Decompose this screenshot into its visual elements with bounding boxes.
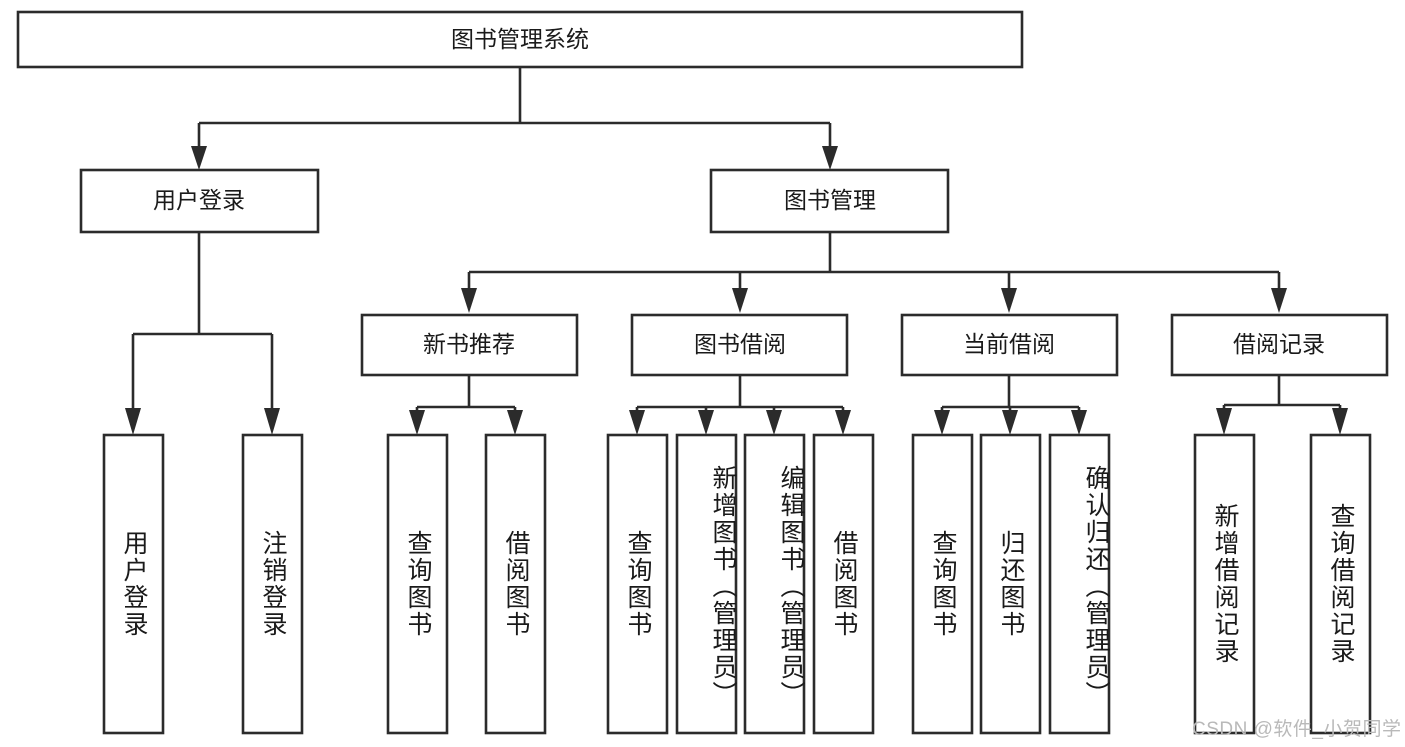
connector-group-borrow-record-to-leaves [1216, 375, 1348, 435]
connector-group-new-book-recommend-to-leaves [409, 375, 523, 435]
node-user-login[interactable]: 用户登录 [79, 168, 320, 234]
arrow-head-leaf-user-login [125, 408, 141, 435]
node-current-borrow[interactable]: 当前借阅 [900, 313, 1119, 377]
node-leaf-user-logout-box[interactable] [241, 433, 304, 735]
leaf-box-group [102, 433, 1372, 735]
arrow-head-leaf-query-record [1332, 408, 1348, 435]
node-leaf-query-book-3-box[interactable] [911, 433, 974, 735]
node-borrow-record-label: 借阅记录 [1233, 331, 1325, 357]
node-leaf-edit-book-box[interactable] [743, 433, 806, 735]
node-leaf-borrow-book-2-box[interactable] [812, 433, 875, 735]
node-book-management-label: 图书管理 [784, 187, 876, 213]
node-borrow-record[interactable]: 借阅记录 [1170, 313, 1389, 377]
arrow-head-book-management [822, 146, 838, 170]
arrow-head-leaf-confirm-return [1071, 410, 1087, 435]
arrow-head-new-book-recommend [461, 288, 477, 313]
arrow-head-leaf-add-book [698, 410, 714, 435]
connector-group-book-borrow-to-leaves [629, 375, 851, 435]
csdn-watermark: CSDN @软件_小贺同学 [1192, 719, 1402, 740]
node-root-box[interactable] [16, 10, 1024, 69]
node-leaf-add-record-box[interactable] [1193, 433, 1256, 735]
node-leaf-user-login-box[interactable] [102, 433, 165, 735]
arrow-head-leaf-user-logout [264, 408, 280, 435]
node-leaf-query-book-2-box[interactable] [606, 433, 669, 735]
node-leaf-query-record-box[interactable] [1309, 433, 1372, 735]
node-leaf-confirm-return-box[interactable] [1048, 433, 1111, 735]
arrow-head-user-login [191, 146, 207, 170]
node-leaf-add-book-box[interactable] [675, 433, 738, 735]
arrow-head-current-borrow [1001, 288, 1017, 313]
node-book-management[interactable]: 图书管理 [709, 168, 950, 234]
node-leaf-return-book-box[interactable] [979, 433, 1042, 735]
node-root[interactable]: 图书管理系统 [16, 10, 1024, 69]
arrow-head-leaf-borrow-book-1 [507, 410, 523, 435]
arrow-head-leaf-query-book-1 [409, 410, 425, 435]
node-root-label: 图书管理系统 [451, 26, 589, 52]
arrow-head-leaf-return-book [1002, 410, 1018, 435]
arrow-head-leaf-query-book-2 [629, 410, 645, 435]
arrow-head-leaf-edit-book [766, 410, 782, 435]
node-book-borrow[interactable]: 图书借阅 [630, 313, 849, 377]
node-borrow-record-box[interactable] [1170, 313, 1389, 377]
arrow-head-borrow-record [1271, 288, 1287, 313]
node-leaf-borrow-book-1-box[interactable] [484, 433, 547, 735]
arrow-head-leaf-query-book-3 [934, 410, 950, 435]
connector-group-user-login-to-leaves [125, 232, 280, 435]
node-new-book-recommend-label: 新书推荐 [423, 331, 515, 357]
arrow-head-book-borrow [732, 288, 748, 313]
node-user-login-box[interactable] [79, 168, 320, 234]
node-new-book-recommend-box[interactable] [360, 313, 579, 377]
connector-group-current-borrow-to-leaves [934, 375, 1087, 435]
node-user-login-label: 用户登录 [153, 187, 245, 213]
node-leaf-query-book-1-box[interactable] [386, 433, 449, 735]
connector-group-root-to-level1 [191, 67, 838, 170]
node-current-borrow-label: 当前借阅 [963, 331, 1055, 357]
node-book-management-box[interactable] [709, 168, 950, 234]
node-current-borrow-box[interactable] [900, 313, 1119, 377]
arrow-head-leaf-add-record [1216, 408, 1232, 435]
node-new-book-recommend[interactable]: 新书推荐 [360, 313, 579, 377]
node-book-borrow-box[interactable] [630, 313, 849, 377]
arrow-head-leaf-borrow-book-2 [835, 410, 851, 435]
node-book-borrow-label: 图书借阅 [694, 331, 786, 357]
connector-group-book-management-to-level2 [461, 232, 1287, 313]
